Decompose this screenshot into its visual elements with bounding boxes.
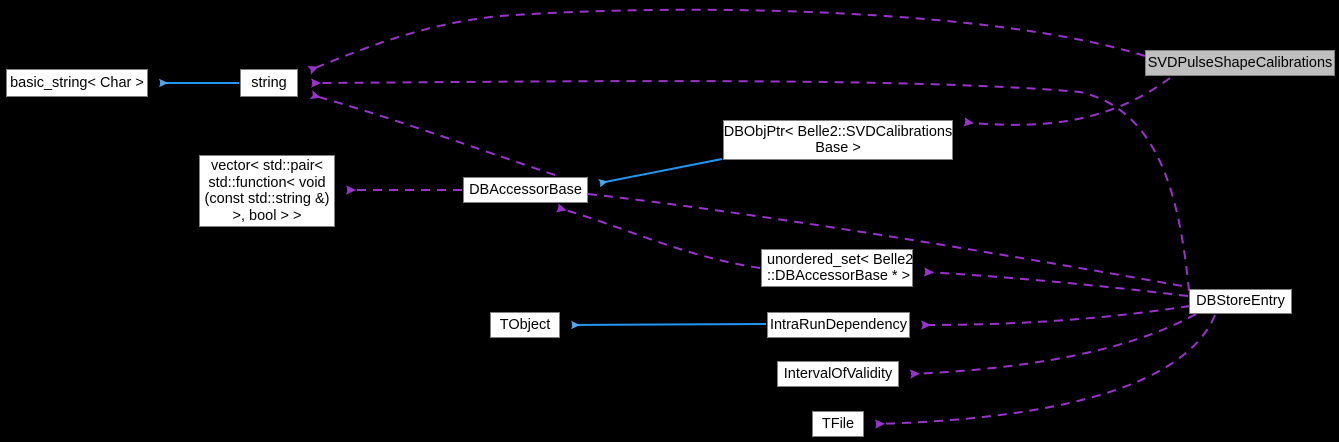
class-node-string[interactable]: string bbox=[240, 69, 298, 97]
class-node-tobject[interactable]: TObject bbox=[490, 312, 560, 338]
edge-dbstoreentry-to-unordered_set bbox=[923, 267, 1189, 297]
class-node-label: DBStoreEntry bbox=[1196, 293, 1285, 310]
class-node-dbstoreentry[interactable]: DBStoreEntry bbox=[1189, 289, 1292, 314]
class-node-label: DBAccessorBase bbox=[469, 181, 582, 198]
edge-dbobjptr-to-dbaccessorbase bbox=[598, 158, 723, 188]
class-node-unordered_set[interactable]: unordered_set< Belle2 ::DBAccessorBase *… bbox=[761, 249, 913, 287]
edge-dbstoreentry-to-tfile bbox=[874, 314, 1216, 429]
edge-intrarundependency-to-tobject bbox=[570, 320, 767, 330]
class-node-intrarundependency[interactable]: IntraRunDependency bbox=[767, 312, 910, 338]
class-node-label: DBObjPtr< Belle2::SVDCalibrations Base > bbox=[723, 123, 953, 157]
class-node-label: TFile bbox=[821, 415, 855, 432]
class-node-label: SVDPulseShapeCalibrations bbox=[1147, 54, 1333, 71]
class-node-dbobjptr[interactable]: DBObjPtr< Belle2::SVDCalibrations Base > bbox=[723, 120, 953, 160]
class-node-label: unordered_set< Belle2 ::DBAccessorBase *… bbox=[767, 251, 914, 285]
class-node-vector_pair[interactable]: vector< std::pair< std::function< void (… bbox=[199, 155, 335, 227]
edge-dbaccessorbase-to-dbstoreentry bbox=[587, 193, 1189, 288]
edge-svdpulseshapecalibrations-to-dbobjptr bbox=[963, 77, 1171, 127]
class-node-label: basic_string< Char > bbox=[10, 74, 144, 91]
class-node-label: IntraRunDependency bbox=[769, 316, 908, 333]
class-node-label: TObject bbox=[499, 316, 551, 333]
class-node-label: string bbox=[251, 74, 287, 91]
edge-unordered_set-to-dbaccessorbase bbox=[555, 203, 761, 269]
edge-dbstoreentry-to-intrarundependency bbox=[920, 305, 1191, 330]
class-node-svdpulseshapecalibrations[interactable]: SVDPulseShapeCalibrations bbox=[1145, 50, 1335, 76]
class-node-basic_string[interactable]: basic_string< Char > bbox=[6, 69, 148, 97]
class-node-dbaccessorbase[interactable]: DBAccessorBase bbox=[463, 177, 588, 203]
class-node-tfile[interactable]: TFile bbox=[812, 411, 864, 437]
edge-dbaccessorbase-to-string bbox=[309, 90, 556, 176]
class-node-label: IntervalOfValidity bbox=[783, 365, 893, 382]
edge-dbstoreentry-to-string bbox=[310, 78, 1190, 292]
class-node-label: vector< std::pair< std::function< void (… bbox=[204, 158, 330, 224]
edge-svdpulseshapecalibrations-to-string bbox=[307, 8, 1146, 75]
edge-dbstoreentry-to-intervalofvalidity bbox=[909, 313, 1197, 379]
class-node-intervalofvalidity[interactable]: IntervalOfValidity bbox=[777, 361, 899, 387]
